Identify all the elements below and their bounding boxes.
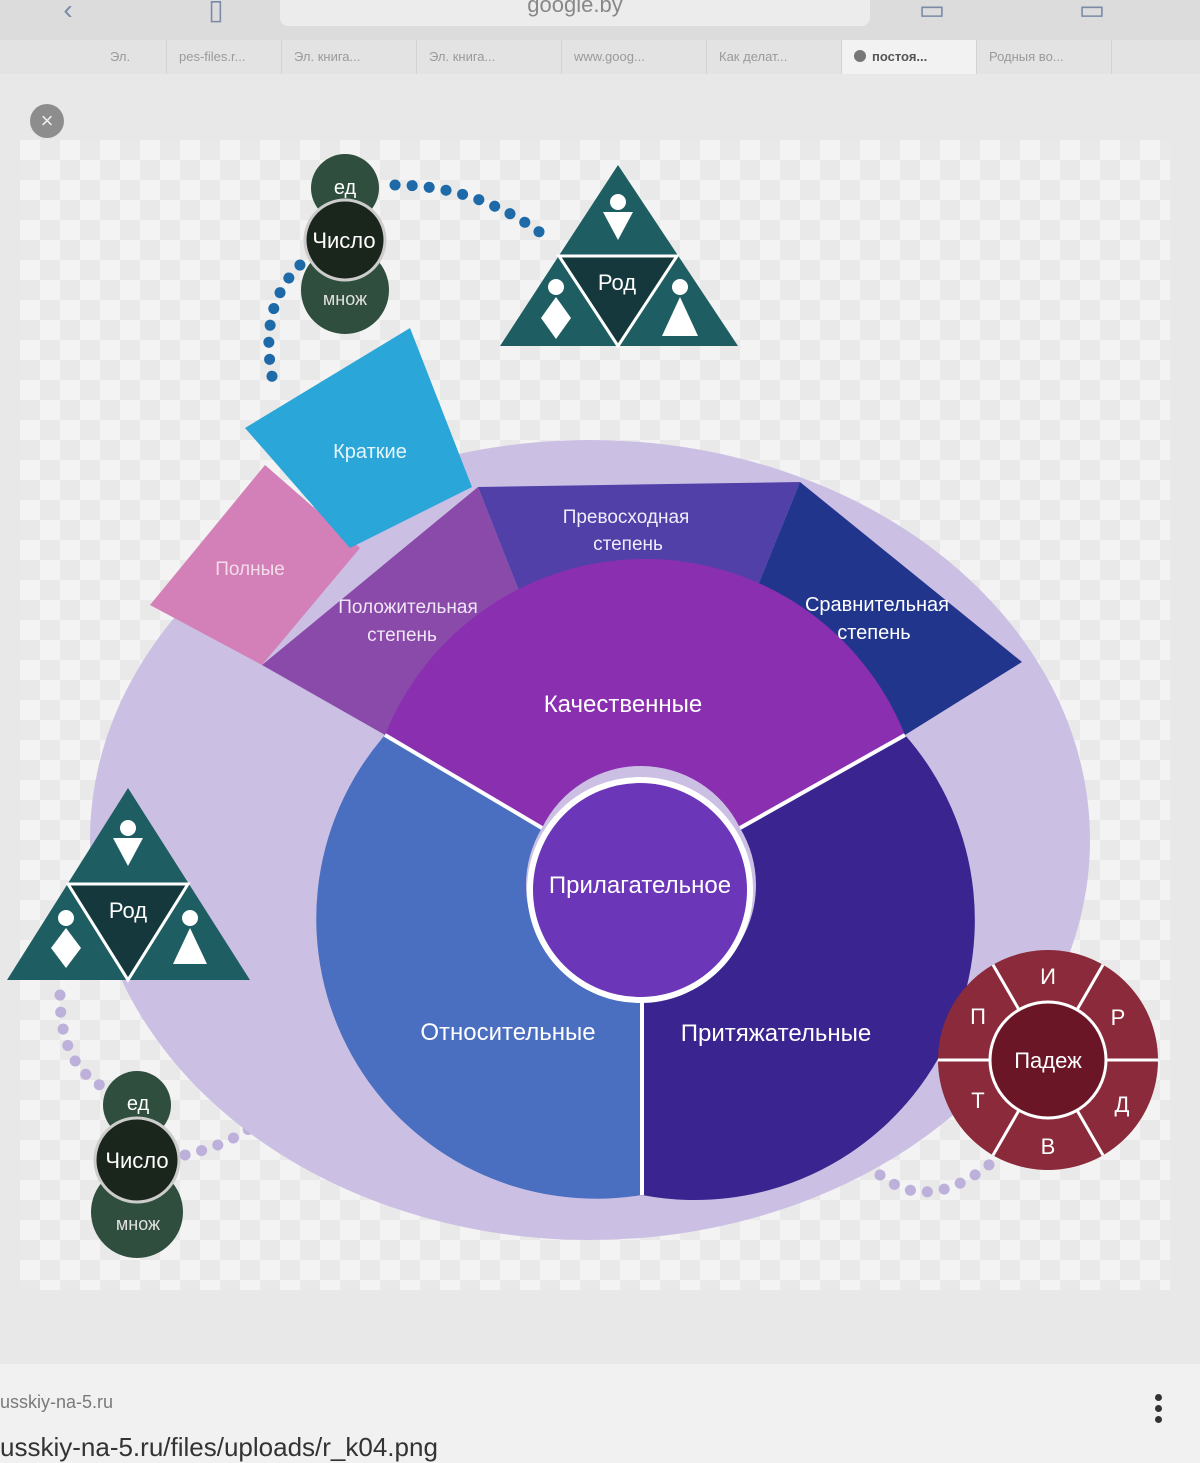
center-label: Прилагательное — [549, 872, 731, 899]
source-url[interactable]: usskiy-na-5.ru/files/uploads/r_k04.png — [0, 1432, 438, 1462]
browser-toolbar: ‹ ▯ google.by ▭ ▭ — [0, 0, 1200, 40]
gender-badge-top: Род — [500, 165, 738, 349]
dotted-connector — [263, 259, 306, 396]
case-letter: И — [1040, 964, 1056, 989]
possessive-label: Притяжательные — [681, 1020, 872, 1047]
gender-label: Род — [109, 898, 147, 923]
full-forms-label: Полные — [215, 559, 285, 580]
tab[interactable]: Эл. — [0, 40, 167, 74]
tab-active[interactable]: постоя... — [842, 40, 977, 74]
case-letter: П — [970, 1004, 986, 1029]
comparative-degree-label-1: Сравнительная — [805, 594, 949, 616]
singular-label: ед — [127, 1093, 150, 1115]
relative-label: Относительные — [420, 1019, 595, 1046]
number-label: Число — [105, 1148, 168, 1173]
share-icon[interactable]: ▭ — [1078, 0, 1106, 25]
address-bar[interactable]: google.by — [280, 0, 870, 26]
dotted-connector — [874, 1154, 1001, 1198]
divider — [739, 733, 906, 830]
number-badge-top: ед Число множ — [301, 154, 389, 334]
neuter-icon — [603, 212, 633, 240]
plural-label: множ — [323, 289, 367, 309]
tabs-icon[interactable]: ▭ — [918, 0, 946, 25]
female-icon — [662, 297, 698, 336]
case-wheel: Падеж И Р Д В Т П — [938, 950, 1158, 1170]
number-badge-bottom: ед Число множ — [91, 1071, 183, 1258]
case-letter: Р — [1111, 1005, 1126, 1030]
tab[interactable]: www.goog... — [562, 40, 707, 74]
male-icon — [548, 279, 564, 295]
dotted-connector — [389, 179, 556, 246]
singular-label: ед — [334, 177, 357, 199]
tab[interactable]: Эл. книга... — [282, 40, 417, 74]
sector-relative — [316, 735, 642, 1199]
sector-positive-degree — [262, 487, 525, 735]
image-source-footer — [0, 1364, 1200, 1463]
female-icon — [182, 910, 198, 926]
tab[interactable]: pes-files.r... — [167, 40, 282, 74]
back-icon[interactable]: ‹ — [63, 0, 73, 25]
tab[interactable]: Родныя во... — [977, 40, 1112, 74]
number-circle — [303, 198, 387, 282]
divider — [383, 733, 544, 830]
dotted-connector — [54, 989, 116, 1096]
positive-degree-label-1: Положительная — [338, 597, 478, 618]
qualitative-label: Качественные — [544, 691, 703, 718]
male-icon — [51, 928, 81, 968]
number-circle — [93, 1116, 181, 1204]
source-domain[interactable]: usskiy-na-5.ru — [0, 1392, 114, 1412]
superlative-degree-label-2: степень — [593, 534, 663, 555]
tab[interactable]: Эл. книга... — [417, 40, 562, 74]
tab-strip: Эл. pes-files.r... Эл. книга... Эл. книг… — [0, 40, 1200, 74]
sector-possessive — [642, 735, 975, 1201]
sector-qualitative — [385, 558, 905, 828]
sector-comparative-degree — [752, 482, 1022, 735]
case-letter: Т — [971, 1088, 984, 1113]
tab-label: постоя... — [872, 49, 928, 64]
female-icon — [173, 928, 207, 964]
case-label: Падеж — [1014, 1048, 1082, 1073]
gender-badge-left: Род — [7, 788, 250, 983]
center-circle — [527, 777, 753, 1003]
sector-short-forms — [245, 328, 472, 548]
neuter-icon — [120, 820, 136, 836]
tab-favicon — [854, 50, 866, 62]
positive-degree-label-2: степень — [367, 625, 437, 646]
short-forms-label: Краткие — [333, 441, 407, 463]
close-icon[interactable]: × — [30, 104, 64, 138]
plural-label: множ — [116, 1214, 160, 1234]
bookmarks-icon[interactable]: ▯ — [208, 0, 224, 25]
male-icon — [541, 297, 571, 339]
gender-label: Род — [598, 270, 636, 295]
tab[interactable]: Как делат... — [707, 40, 842, 74]
case-letter: В — [1041, 1134, 1056, 1159]
superlative-degree-label-1: Превосходная — [563, 507, 690, 528]
case-center — [988, 1000, 1108, 1120]
male-icon — [58, 910, 74, 926]
more-options-icon[interactable] — [1152, 1390, 1164, 1430]
female-icon — [672, 279, 688, 295]
case-letter: Д — [1115, 1092, 1130, 1117]
neuter-icon — [610, 194, 626, 210]
gender-inner-triangle — [65, 882, 191, 983]
comparative-degree-label-2: степень — [837, 622, 910, 644]
number-label: Число — [312, 228, 375, 253]
neuter-icon — [113, 838, 143, 866]
sector-full-forms — [150, 465, 360, 665]
